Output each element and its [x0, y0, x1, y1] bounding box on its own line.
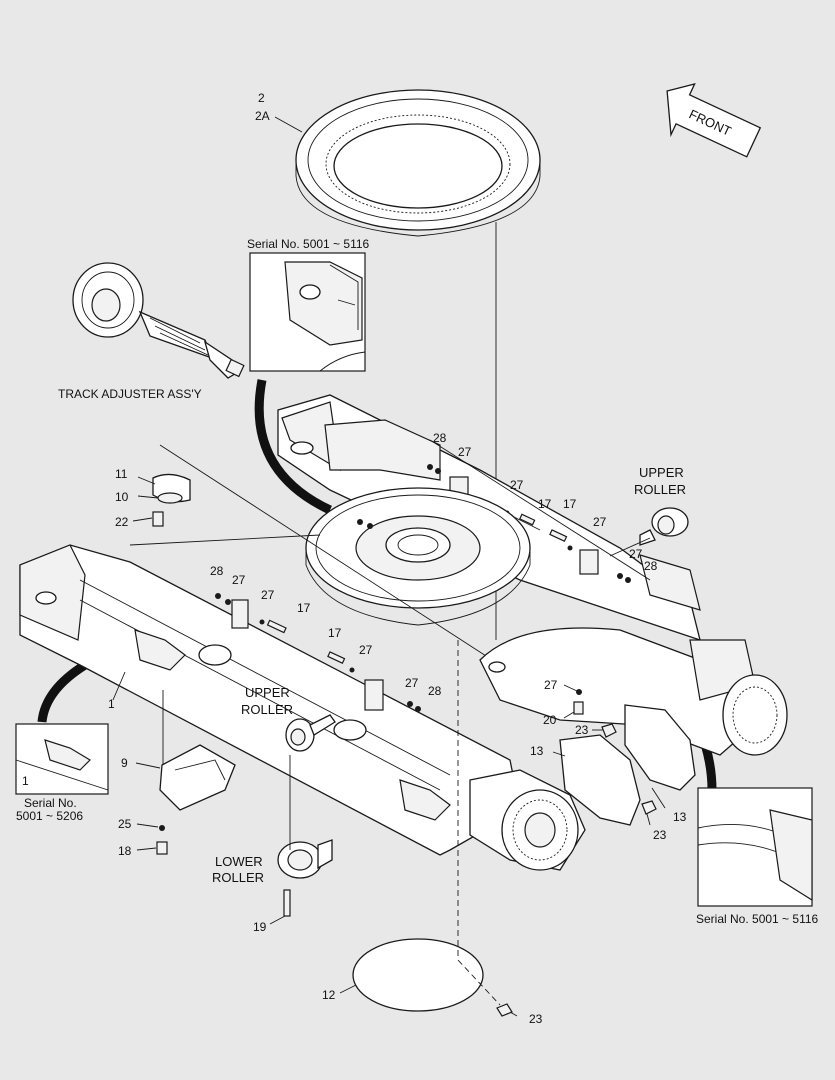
part-number-1: 1 — [108, 697, 115, 711]
track-adjuster-assembly — [72, 262, 245, 379]
track-band-upper-left — [254, 379, 332, 515]
part-number-17-upper-b: 17 — [563, 497, 577, 511]
bottom-cover-12 — [352, 938, 484, 1012]
part-number-22: 22 — [115, 515, 129, 529]
part-number-12: 12 — [322, 988, 336, 1002]
washer-25 — [159, 825, 165, 831]
part-number-23-mid: 23 — [653, 828, 667, 842]
upper-roller-right — [609, 507, 689, 557]
part-number-25: 25 — [118, 817, 132, 831]
bracket-9 — [159, 744, 236, 811]
upper-roller-mid — [285, 714, 336, 752]
bracket-mid-rear — [231, 599, 249, 629]
part-number-23-right: 23 — [575, 723, 589, 737]
bolt-17a — [519, 513, 536, 526]
front-idler-end — [469, 769, 586, 871]
part-number-27-right: 27 — [544, 678, 558, 692]
part-number-27-mid-a: 27 — [232, 573, 246, 587]
roller-guard-1 — [134, 629, 186, 671]
cover-13-b — [624, 704, 696, 791]
upper-roller-mid-label-2: ROLLER — [241, 702, 293, 717]
part-number-28-top: 28 — [433, 431, 447, 445]
part-number-10: 10 — [115, 490, 129, 504]
bolt-23-mid — [641, 800, 657, 815]
part-number-23-bottom: 23 — [529, 1012, 543, 1026]
lower-side-frame — [19, 544, 521, 856]
track-adjuster-label: TRACK ADJUSTER ASS'Y — [58, 387, 202, 401]
leader-lines — [112, 476, 666, 1017]
bolt-23-bottom — [496, 1003, 513, 1017]
part-number-17-upper-a: 17 — [538, 497, 552, 511]
part-number-13-left: 13 — [530, 744, 544, 758]
part-number-28-mid: 28 — [210, 564, 224, 578]
serial-inset-top — [249, 252, 366, 372]
part-number-2a: 2A — [255, 109, 270, 123]
part-number-9: 9 — [121, 756, 128, 770]
part-number-17-mid-a: 17 — [297, 601, 311, 615]
lower-roller-label-2: ROLLER — [212, 870, 264, 885]
part-number-13-right: 13 — [673, 810, 687, 824]
part-number-27-upper: 27 — [510, 478, 524, 492]
upper-bracket-front — [579, 549, 599, 575]
bolt-17b — [549, 529, 568, 542]
front-arrow: FRONT — [666, 82, 762, 158]
part-number-28-upper: 28 — [644, 559, 658, 573]
part-number-27-upper-c: 27 — [629, 547, 643, 561]
part-number-1-inset: 1 — [22, 774, 29, 788]
part-number-28-mid-b: 28 — [428, 684, 442, 698]
upper-roller-right-label-2: ROLLER — [634, 482, 686, 497]
bracket-mid-front — [364, 679, 384, 711]
lower-roller-label-1: LOWER — [215, 854, 263, 869]
bolt-22 — [152, 511, 164, 527]
part-number-20: 20 — [543, 713, 557, 727]
bolt-23-right — [601, 723, 617, 738]
part-number-11: 11 — [115, 467, 128, 481]
part-number-18: 18 — [118, 844, 132, 858]
part-number-27-mid-c: 27 — [359, 643, 373, 657]
rear-frame-end — [479, 627, 788, 756]
serial-right-label: Serial No. 5001 ~ 5116 — [696, 912, 819, 926]
track-band-lower-left — [37, 661, 88, 723]
lower-roller — [277, 839, 333, 917]
serial-left-label-1: Serial No. — [24, 796, 77, 810]
bolt-20 — [573, 701, 584, 715]
roller-guard-2 — [399, 779, 451, 821]
bolt-17d — [327, 651, 346, 664]
leader-2 — [274, 116, 303, 133]
part-number-27-upper-b: 27 — [593, 515, 607, 529]
serial-top-label: Serial No. 5001 ~ 5116 — [247, 237, 370, 251]
upper-roller-right-label-1: UPPER — [639, 465, 684, 480]
part-number-27-mid-d: 27 — [405, 676, 419, 690]
bolt-17c — [266, 619, 287, 634]
part-number-19: 19 — [253, 920, 267, 934]
part-number-2: 2 — [258, 91, 265, 105]
part-number-27-top: 27 — [458, 445, 472, 459]
bolt-18 — [156, 841, 168, 855]
gasket-10 — [157, 492, 183, 504]
washer-28-top — [427, 464, 433, 470]
upper-roller-mid-label-1: UPPER — [245, 685, 290, 700]
washer-27-top — [435, 468, 441, 474]
cover-13-a — [559, 734, 641, 826]
washer-27-right — [576, 689, 582, 695]
center-frame-turntable — [305, 487, 531, 626]
serial-inset-left — [15, 723, 109, 795]
part-number-27-mid-b: 27 — [261, 588, 275, 602]
bolt-19 — [283, 889, 291, 917]
serial-left-label-2: 5001 ~ 5206 — [16, 809, 83, 823]
part-number-17-mid-b: 17 — [328, 626, 342, 640]
swing-bearing-ring — [295, 89, 541, 237]
serial-inset-right — [697, 787, 813, 907]
